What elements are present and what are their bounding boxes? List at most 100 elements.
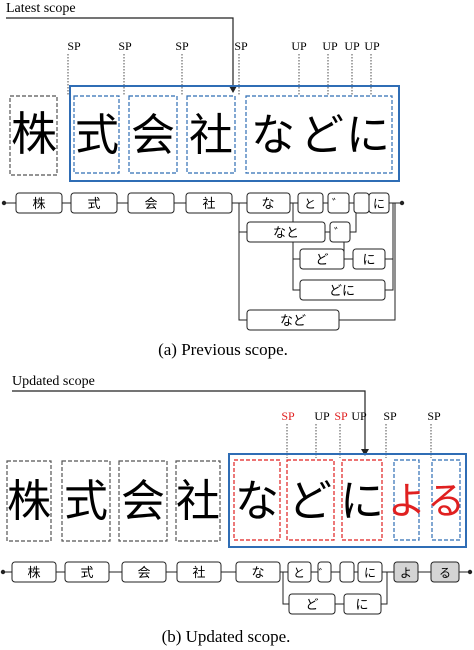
lattice-node xyxy=(185,192,233,214)
sp-mark: SP xyxy=(234,39,248,53)
handwritten-char: 株 xyxy=(7,477,51,526)
mark-leader-lines xyxy=(286,424,432,458)
lattice-node xyxy=(329,221,351,243)
lattice-node xyxy=(299,248,345,270)
lattice-node-label: 株 xyxy=(27,565,40,580)
char-box xyxy=(6,460,52,542)
lattice-node-label: どに xyxy=(329,283,355,298)
handwritten-char: 社 xyxy=(176,477,220,526)
lattice-node-label: 会 xyxy=(137,565,150,580)
lattice-node xyxy=(317,561,332,583)
lattice-node xyxy=(246,221,326,243)
handwritten-char: ど xyxy=(300,111,344,160)
lattice-node-label: 式 xyxy=(80,565,93,580)
lattice-end-node xyxy=(399,200,405,206)
handwritten-char: な xyxy=(251,111,295,160)
handwritten-char: ど xyxy=(288,477,332,526)
lattice-node-label: 社 xyxy=(202,196,215,211)
lattice-node xyxy=(11,561,57,583)
part-b: Updated scope SP UP SP UP SP SP 株 式 会 社 … xyxy=(0,374,473,646)
char-box xyxy=(175,460,221,542)
lattice-node xyxy=(357,561,383,583)
mark-leader-lines xyxy=(67,54,372,96)
part-a: Latest scope SP SP SP SP UP UP UP UP 株 xyxy=(1,1,405,359)
char-box-red xyxy=(341,459,383,541)
updated-scope-label: Updated scope xyxy=(12,374,95,389)
lattice-node-new xyxy=(393,561,419,583)
lattice-node xyxy=(70,192,118,214)
latest-scope-arrowhead xyxy=(229,86,237,93)
sp-mark: SP xyxy=(383,409,397,423)
lattice-node xyxy=(297,192,324,214)
lattice-start-node xyxy=(0,569,6,575)
lattice-node xyxy=(352,248,386,270)
char-box xyxy=(245,95,393,174)
up-mark: UP xyxy=(291,39,307,53)
lattice-node-label: に xyxy=(373,197,385,211)
lattice-node xyxy=(327,192,350,214)
lattice-node-label: ど xyxy=(305,597,318,612)
lattice-a-nodes: 株 式 会 社 な と ゛ に なと ゛ ど に どに xyxy=(15,192,390,331)
char-box xyxy=(186,95,236,174)
latest-scope-box xyxy=(69,85,400,182)
lattice-node xyxy=(343,593,382,615)
handwritten-char: 会 xyxy=(131,111,175,160)
up-mark: UP xyxy=(344,39,360,53)
updated-scope-box xyxy=(228,453,467,548)
lattice-node-label: など xyxy=(280,313,306,328)
lattice-node-label: と xyxy=(304,197,316,211)
lattice-node xyxy=(287,561,312,583)
sp-mark: SP xyxy=(67,39,81,53)
up-mark: UP xyxy=(322,39,338,53)
lattice-node xyxy=(353,192,370,214)
lattice-end-node xyxy=(467,569,473,575)
sp-mark: SP xyxy=(427,409,441,423)
char-box xyxy=(128,95,178,174)
lattice-node-label: ゛ xyxy=(319,567,330,580)
lattice-node-label: ゛ xyxy=(332,197,344,211)
lattice-node xyxy=(121,561,167,583)
lattice-node xyxy=(235,561,281,583)
char-box xyxy=(393,459,420,541)
char-box xyxy=(9,95,58,176)
lattice-node-label: 株 xyxy=(32,196,45,211)
lattice-start-node xyxy=(1,200,7,206)
up-mark: UP xyxy=(314,409,330,423)
lattice-node-label: よ xyxy=(400,566,412,580)
handwritten-char-red: よ xyxy=(388,481,426,523)
char-box-red xyxy=(233,459,281,541)
lattice-node-label: ど xyxy=(315,252,328,267)
lattice-node-label: 社 xyxy=(192,565,205,580)
lattice-node xyxy=(176,561,222,583)
updated-scope-pointer xyxy=(12,390,366,455)
char-box xyxy=(61,460,111,542)
lattice-node xyxy=(368,192,390,214)
char-box-red xyxy=(286,459,335,541)
lattice-node-label: ゛ xyxy=(334,226,346,240)
char-box xyxy=(431,459,461,541)
lattice-node xyxy=(246,309,340,331)
lattice-node-label: に xyxy=(364,566,376,580)
lattice-node-label: る xyxy=(439,566,451,580)
lattice-node xyxy=(299,279,386,301)
handwritten-char-red: る xyxy=(427,481,465,523)
handwritten-char: 式 xyxy=(64,477,108,526)
handwritten-char: な xyxy=(235,477,279,526)
lattice-node-label: に xyxy=(362,252,375,267)
sp-mark: SP xyxy=(118,39,132,53)
lattice-node xyxy=(127,192,175,214)
handwritten-char: 会 xyxy=(121,477,165,526)
up-mark: UP xyxy=(364,39,380,53)
sp-mark-red: SP xyxy=(334,409,348,423)
lattice-node xyxy=(15,192,63,214)
lattice-node-label: な xyxy=(261,196,274,211)
caption-b: (b) Updated scope. xyxy=(162,627,291,646)
lattice-node-label: なと xyxy=(273,225,299,240)
up-mark: UP xyxy=(351,409,367,423)
updated-scope-arrowhead xyxy=(361,449,369,456)
handwritten-char: 社 xyxy=(189,111,233,160)
caption-a: (a) Previous scope. xyxy=(158,340,288,359)
lattice-node-new xyxy=(430,561,460,583)
